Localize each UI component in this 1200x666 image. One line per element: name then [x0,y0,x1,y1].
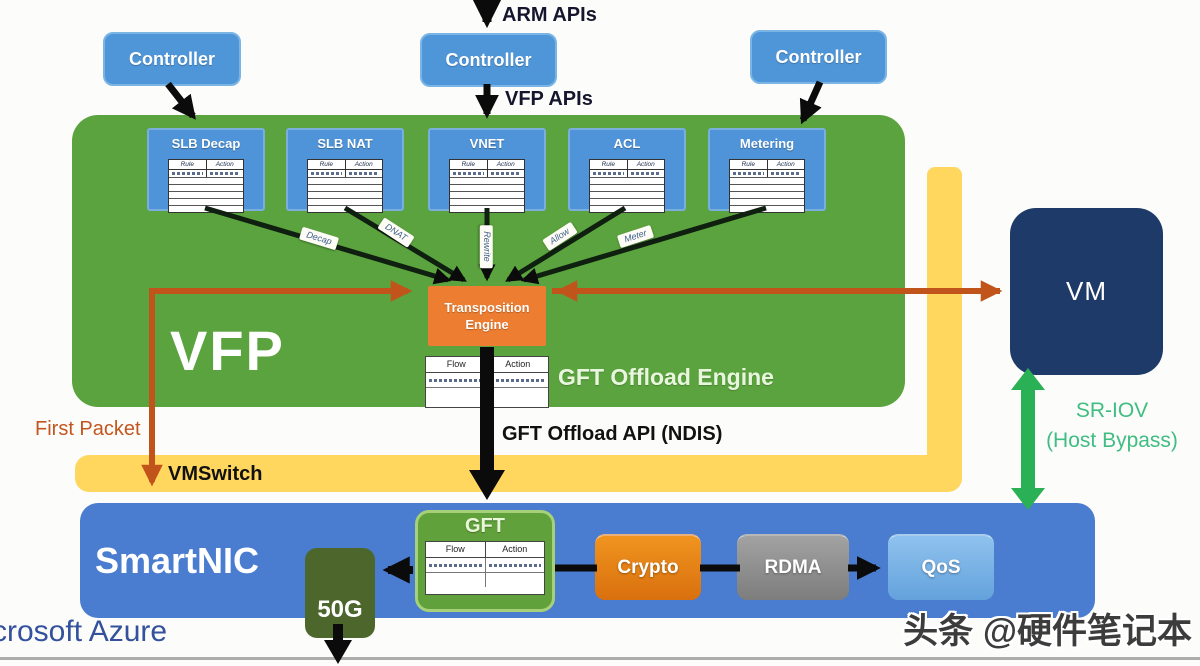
controller-box-center: Controller [420,33,557,87]
rule-action-table: Rule Action [449,159,525,213]
controller-box-left: Controller [103,32,241,86]
controller-label: Controller [128,48,215,69]
flow-header: Flow [426,357,488,372]
action-header: Action [496,161,515,168]
smartnic-gft-box: GFT Flow Action [415,510,555,612]
port-50g-box: 50G [305,548,375,638]
bottom-divider [0,657,1200,660]
azure-brand: crosoft Azure [0,615,168,648]
rule-header: Rule [590,160,628,169]
layer-title: SLB NAT [317,136,373,151]
controller-left-arrow [165,81,196,120]
layer-title: Metering [739,136,795,151]
rule-header: Rule [308,160,346,169]
layer-metering: Metering Rule Action [708,128,826,213]
crypto-label: Crypto [617,557,679,578]
rdma-block: RDMA [737,534,849,600]
transposition-engine-box: Transposition Engine [428,286,546,346]
rule-action-table: Rule Action [168,159,244,213]
layer-vnet: VNET Rule Action [428,128,546,213]
sriov-line1: SR-IOV [1075,399,1149,422]
action-header: Action [354,161,373,168]
rdma-label: RDMA [764,557,822,578]
vmswitch-label: VMSwitch [168,463,263,485]
layer-title: SLB Decap [171,136,241,151]
sriov-line2: (Host Bypass) [1046,429,1178,452]
arm-apis-label: ARM APIs [502,4,597,26]
watermark: 头条 @硬件笔记本 [903,612,1192,651]
gft-offload-api-label: GFT Offload API (NDIS) [502,423,723,445]
arrow-label-rewrite: Rewrite [479,225,493,268]
vm-label: VM [1066,276,1107,306]
gft-offload-engine-label: GFT Offload Engine [558,364,774,390]
layer-title: ACL [613,136,641,151]
action-header: Action [505,359,531,369]
crypto-block: Crypto [595,534,701,600]
port-egress-arrow-head [324,640,352,664]
vm-box: VM [1010,208,1163,375]
rule-header: Rule [169,160,207,169]
controller-box-right: Controller [750,30,887,84]
controller-label: Controller [445,49,532,70]
action-header: Action [776,161,795,168]
vmswitch-band-vertical [927,167,962,487]
controller-label: Controller [775,46,862,67]
te-line1: Transposition [444,300,530,315]
rule-header: Rule [450,160,488,169]
qos-block: QoS [888,534,994,600]
qos-label: QoS [921,557,961,578]
layer-title: VNET [469,136,505,151]
vmswitch-band-horizontal [75,455,962,492]
layer-slb-nat: SLB NAT Rule Action [286,128,404,213]
rule-action-table: Rule Action [729,159,805,213]
port-label: 50G [317,596,363,623]
vfp-apis-label: VFP APIs [505,88,593,110]
first-packet-label: First Packet [35,418,141,440]
sriov-label: SR-IOV (Host Bypass) [1036,396,1188,456]
layer-slb-decap: SLB Decap Rule Action [147,128,265,213]
rule-action-table: Rule Action [307,159,383,213]
flow-header: Flow [426,542,486,557]
vfp-title: VFP [170,319,285,382]
action-header: Action [215,161,234,168]
smartnic-gft-table: Flow Action [425,541,545,595]
gft-offload-flow-table: Flow Action [425,356,549,408]
action-header: Action [636,161,655,168]
action-header: Action [502,544,528,554]
rule-action-table: Rule Action [589,159,665,213]
rule-header: Rule [730,160,768,169]
gft-title: GFT [465,515,505,537]
layer-acl: ACL Rule Action [568,128,686,213]
smartnic-title: SmartNIC [95,540,260,581]
te-line2: Engine [465,317,509,332]
